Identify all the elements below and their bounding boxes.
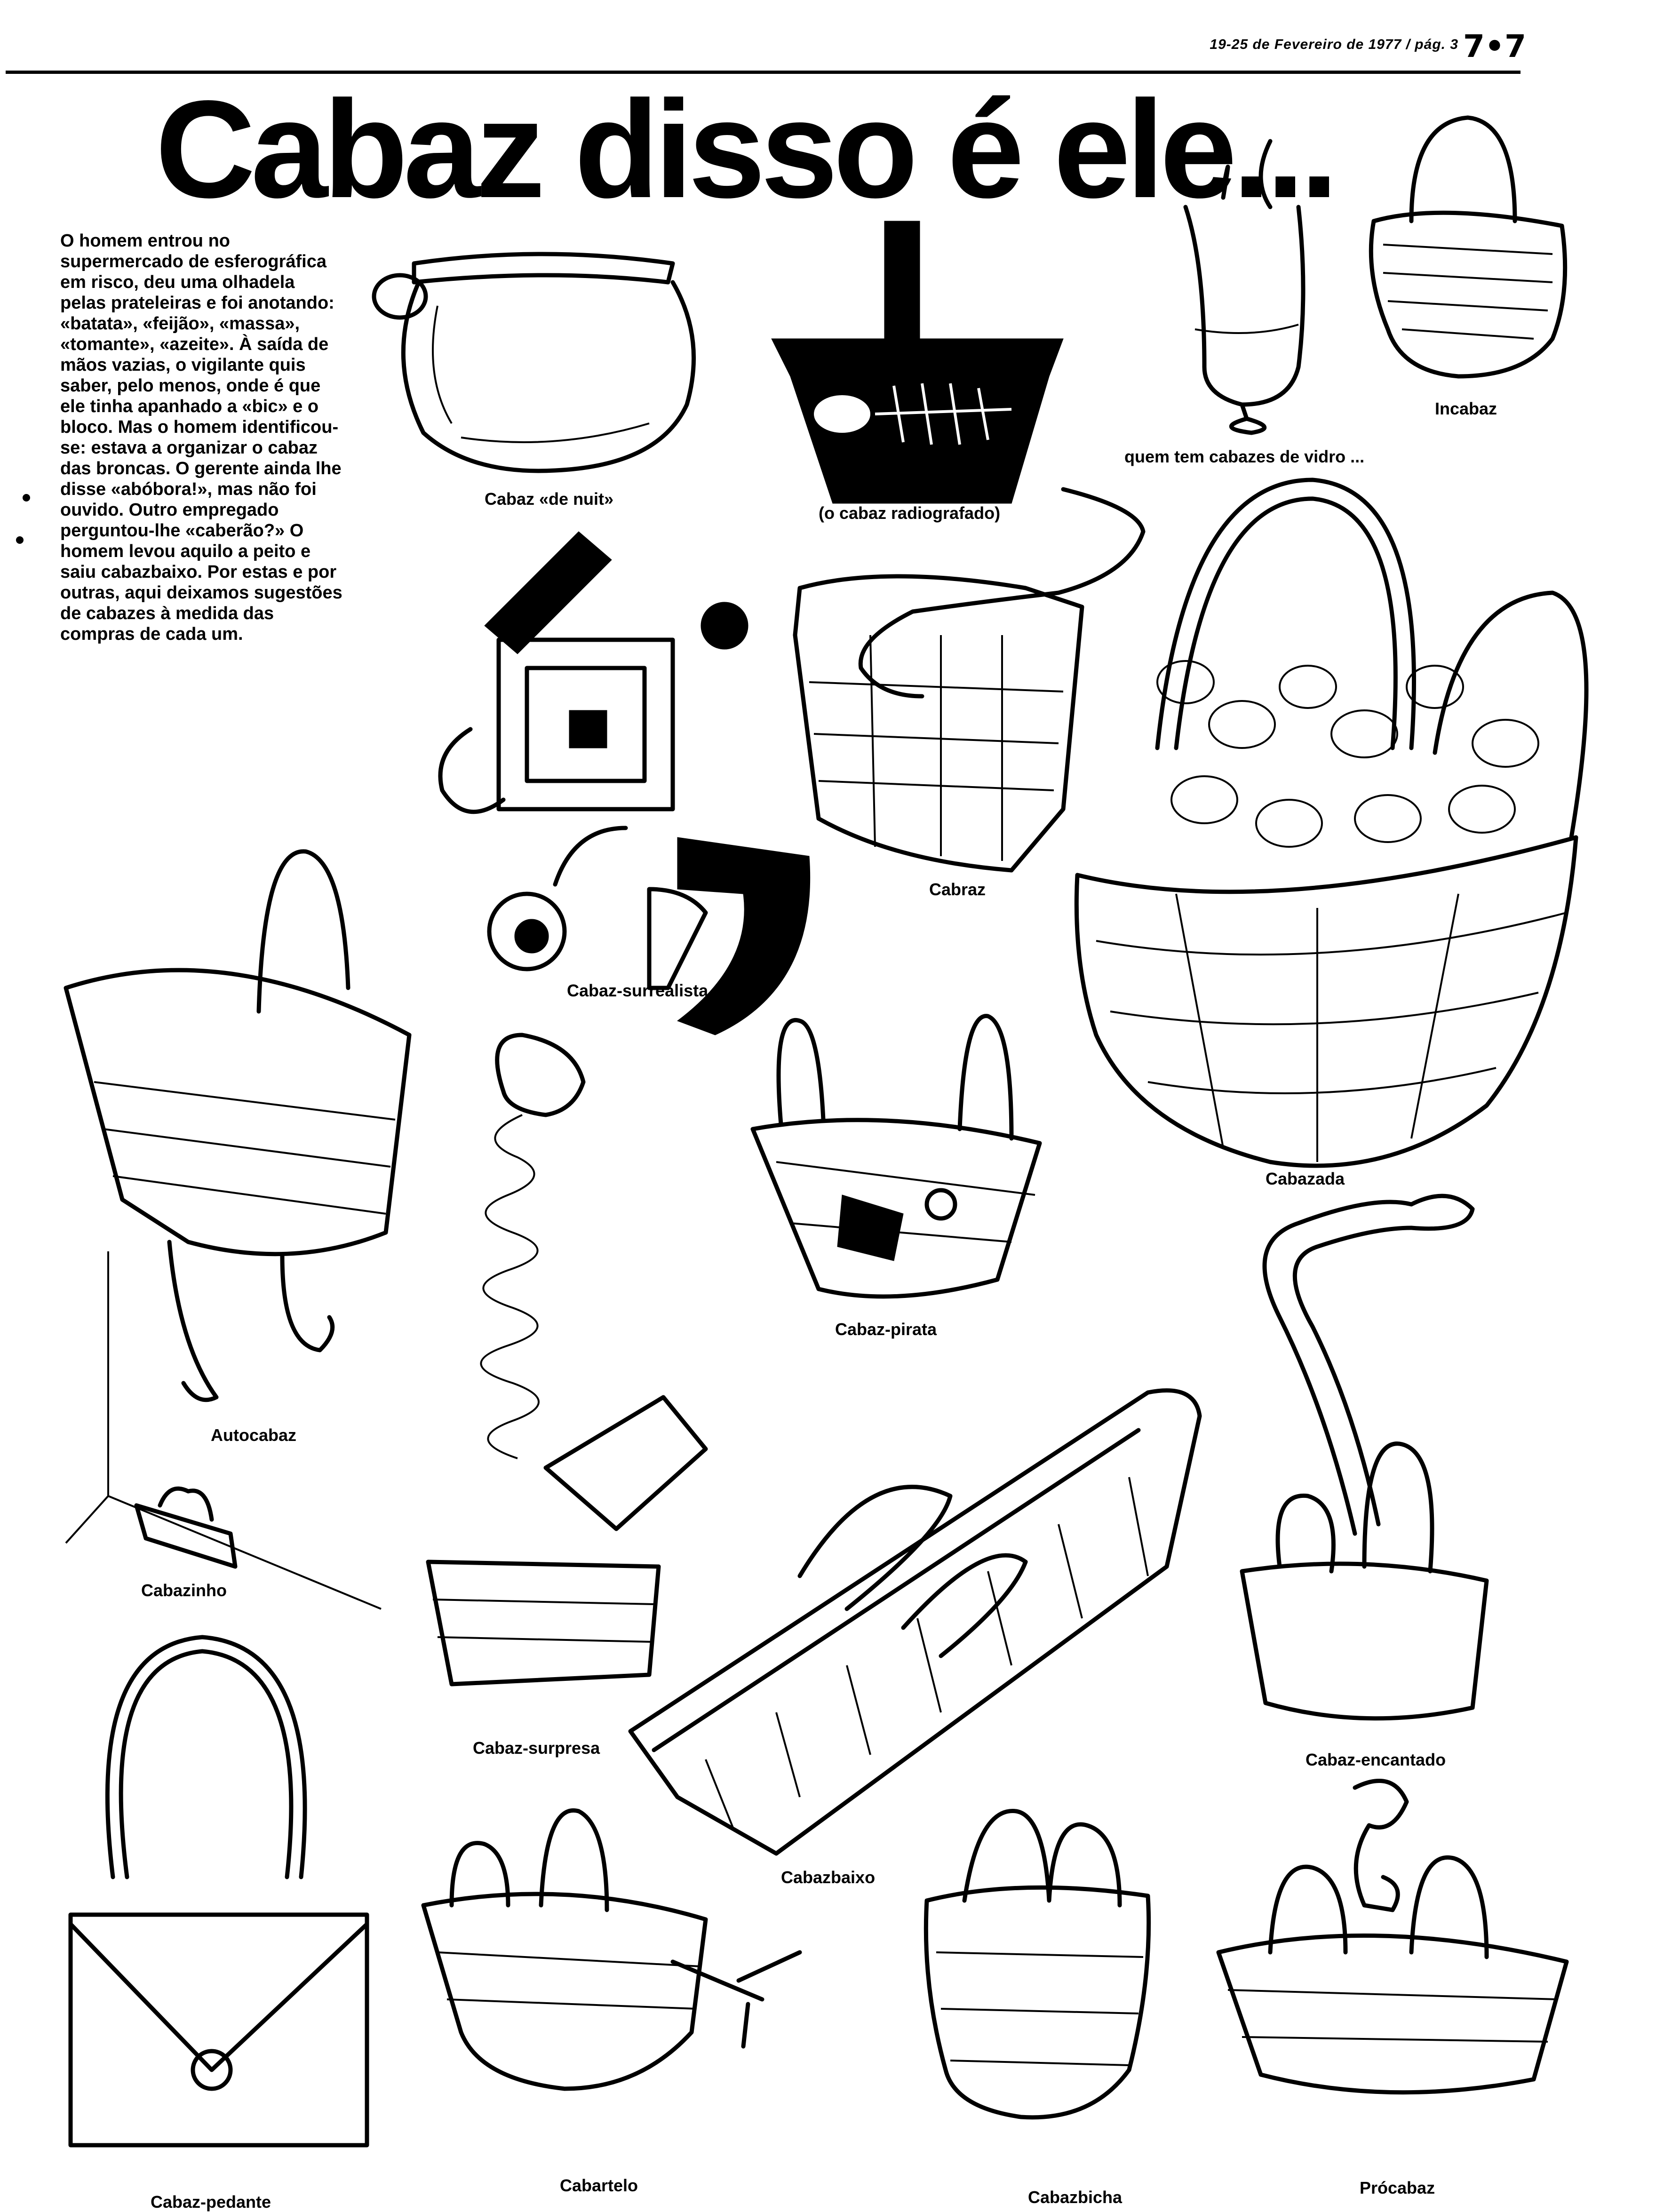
- margin-bullet: [16, 536, 24, 544]
- caption-encantado: Cabaz-encantado: [1306, 1750, 1446, 1769]
- phone-basket-illustration: [1216, 1779, 1569, 2095]
- caption-cabartelo: Cabartelo: [560, 2176, 638, 2195]
- intro-text: O homem entrou no supermercado de esfero…: [60, 231, 342, 644]
- caption-de-nuit: Cabaz «de nuit»: [485, 489, 614, 509]
- caption-cabazbicha: Cabazbicha: [1028, 2188, 1123, 2207]
- caption-vidro: quem tem cabazes de vidro ...: [1124, 447, 1365, 466]
- caption-procabaz: Prócabaz: [1360, 2178, 1435, 2197]
- publication-logo: 7•7: [1463, 28, 1527, 64]
- long-basket-illustration: [628, 1388, 1202, 1856]
- caption-surrealista: Cabaz-surrealista: [567, 981, 709, 1000]
- caption-radiografado: (o cabaz radiografado): [819, 503, 1001, 523]
- walking-basket-illustration: [64, 849, 412, 1402]
- header-rule: [6, 71, 1521, 74]
- xray-basket-illustration: [771, 221, 1064, 504]
- chamber-pot-illustration: [372, 252, 696, 473]
- caption-autocabaz: Autocabaz: [211, 1425, 297, 1445]
- enchanted-basket-illustration: [1240, 1194, 1489, 1721]
- glass-basket-illustration: [1183, 139, 1306, 435]
- corner-small-basket-illustration: [65, 1251, 382, 1610]
- inca-basket-illustration: [1369, 115, 1568, 379]
- caption-pirata: Cabaz-pirata: [835, 1320, 937, 1339]
- caption-incabaz: Incabaz: [1435, 399, 1497, 418]
- handbag-illustration: [68, 1635, 369, 2148]
- queue-basket-illustration: [924, 1809, 1151, 2120]
- caption-cabazada: Cabazada: [1266, 1169, 1345, 1188]
- large-rope-basket-illustration: [1074, 477, 1589, 1168]
- caption-cabazinho: Cabazinho: [141, 1581, 227, 1600]
- caption-cabazbaixo: Cabazbaixo: [781, 1868, 876, 1887]
- margin-bullet: [23, 494, 30, 501]
- snake-basket-illustration: [793, 487, 1146, 873]
- hammer-basket-illustration: [421, 1808, 802, 2091]
- caption-cabraz: Cabraz: [929, 880, 986, 899]
- surrealist-basket-illustration: [438, 531, 811, 1035]
- caption-surpresa: Cabaz-surpresa: [473, 1738, 600, 1758]
- headline: Cabaz disso é ele...: [155, 72, 1338, 227]
- pirate-basket-illustration: [750, 1014, 1042, 1299]
- dateline: 19-25 de Fevereiro de 1977 / pág. 3: [1210, 37, 1458, 52]
- caption-pedante: Cabaz-pedante: [151, 2192, 271, 2212]
- surprise-basket-illustration: [426, 1033, 708, 1687]
